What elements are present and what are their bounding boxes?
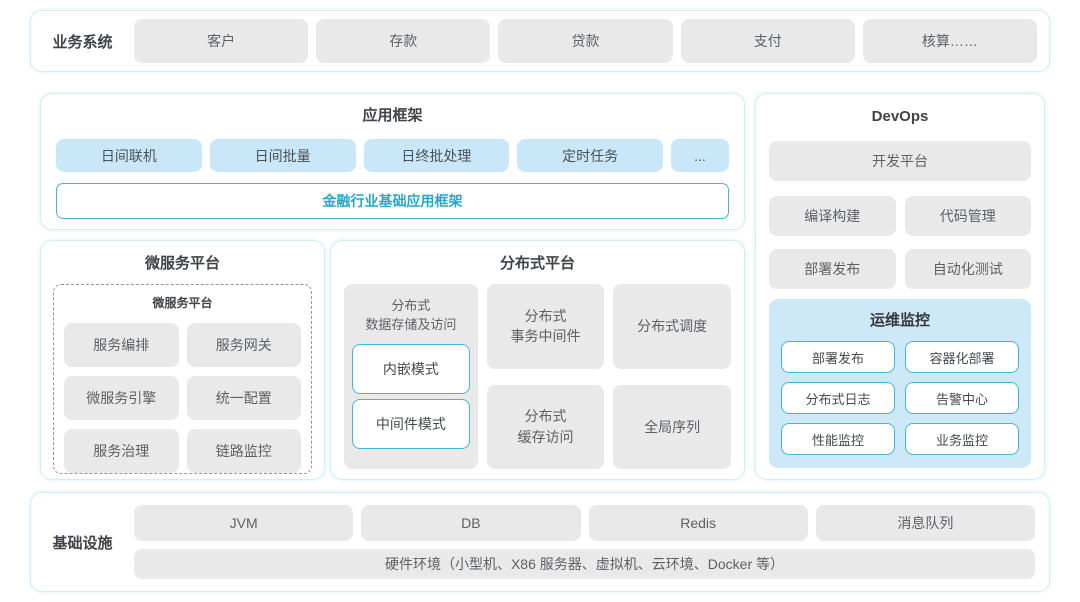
hardware-environment-box: 硬件环境（小型机、X86 服务器、虚拟机、云环境、Docker 等） (134, 549, 1035, 579)
monitoring-item: 告警中心 (905, 382, 1019, 414)
monitoring-item: 业务监控 (905, 423, 1019, 455)
distributed-platform-title: 分布式平台 (499, 255, 575, 272)
ops-monitoring-group: 运维监控 部署发布 容器化部署 分布式日志 告警中心 性能监控 业务监控 (769, 299, 1031, 468)
app-framework-title: 应用框架 (362, 107, 423, 124)
microservice-item: 服务编排 (64, 323, 179, 367)
infrastructure-item: DB (361, 505, 581, 541)
devops-tool-item: 代码管理 (904, 196, 1031, 236)
storage-mode-item: 中间件模式 (352, 398, 470, 449)
microservice-item: 统一配置 (186, 376, 301, 420)
devops-tool-item: 编译构建 (769, 196, 896, 236)
microservice-item: 服务治理 (64, 429, 179, 473)
distributed-item: 分布式 事务中间件 (486, 284, 605, 369)
infrastructure-panel: 基础设施 JVM DB Redis 消息队列 硬件环境（小型机、X86 服务器、… (30, 492, 1050, 592)
devops-title: DevOps (871, 108, 929, 125)
devops-tools-grid: 编译构建 代码管理 部署发布 自动化测试 (769, 196, 1031, 289)
distributed-col-middle: 分布式 事务中间件 分布式 缓存访问 (486, 284, 605, 469)
infrastructure-item: Redis (588, 505, 808, 541)
distributed-item: 全局序列 (613, 384, 732, 469)
microservice-platform-title: 微服务平台 (144, 255, 220, 272)
app-mode-item: 定时任务 (517, 139, 663, 172)
devops-tool-item: 部署发布 (769, 249, 896, 289)
distributed-platform-panel: 分布式平台 分布式 数据存储及访问 内嵌模式 中间件模式 分布式 事务中间件 分… (330, 240, 745, 480)
hardware-row: 硬件环境（小型机、X86 服务器、虚拟机、云环境、Docker 等） (134, 549, 1035, 579)
microservice-item: 微服务引擎 (64, 376, 179, 420)
monitoring-item: 性能监控 (781, 423, 895, 455)
business-system-item: 支付 (680, 19, 855, 63)
ops-monitoring-grid: 部署发布 容器化部署 分布式日志 告警中心 性能监控 业务监控 (781, 341, 1019, 455)
microservice-platform-panel: 微服务平台 微服务平台 服务编排 服务网关 微服务引擎 统一配置 服务治理 链路… (40, 240, 325, 480)
microservice-inner-title: 微服务平台 (152, 296, 213, 310)
devops-panel: DevOps 开发平台 编译构建 代码管理 部署发布 自动化测试 运维监控 部署… (755, 93, 1045, 480)
base-framework-box: 金融行业基础应用框架 (56, 183, 729, 219)
distributed-storage-label: 分布式 数据存储及访问 (365, 298, 457, 332)
monitoring-item: 部署发布 (781, 341, 895, 373)
ops-monitoring-title: 运维监控 (869, 312, 930, 329)
business-systems-panel: 业务系统 客户 存款 贷款 支付 核算…… (30, 10, 1050, 72)
monitoring-item: 容器化部署 (905, 341, 1019, 373)
monitoring-item: 分布式日志 (781, 382, 895, 414)
infrastructure-item: JVM (134, 505, 354, 541)
app-mode-item: 日间联机 (56, 139, 202, 172)
infrastructure-item: 消息队列 (815, 505, 1035, 541)
microservice-inner-group: 微服务平台 服务编排 服务网关 微服务引擎 统一配置 服务治理 链路监控 (53, 284, 312, 474)
dev-platform-box: 开发平台 (769, 141, 1031, 181)
app-framework-panel: 应用框架 日间联机 日间批量 日终批处理 定时任务 ... 金融行业基础应用框架 (40, 93, 745, 230)
business-system-item: 客户 (134, 19, 309, 63)
app-mode-more: ... (671, 139, 729, 172)
business-systems-boxes: 客户 存款 贷款 支付 核算…… (134, 19, 1038, 63)
app-framework-modes: 日间联机 日间批量 日终批处理 定时任务 ... (56, 139, 729, 172)
distributed-storage-group: 分布式 数据存储及访问 内嵌模式 中间件模式 (344, 284, 478, 469)
devops-tool-item: 自动化测试 (904, 249, 1031, 289)
distributed-item: 分布式调度 (613, 284, 732, 369)
infrastructure-content: JVM DB Redis 消息队列 硬件环境（小型机、X86 服务器、虚拟机、云… (134, 505, 1035, 579)
infrastructure-label: 基础设施 (52, 534, 113, 552)
infrastructure-row: JVM DB Redis 消息队列 (134, 505, 1035, 541)
business-systems-label: 业务系统 (52, 33, 113, 51)
microservice-item: 链路监控 (186, 429, 301, 473)
business-system-item: 贷款 (498, 19, 673, 63)
microservice-grid: 服务编排 服务网关 微服务引擎 统一配置 服务治理 链路监控 (64, 323, 301, 473)
distributed-item: 分布式 缓存访问 (486, 384, 605, 469)
storage-mode-item: 内嵌模式 (352, 343, 470, 394)
distributed-content: 分布式 数据存储及访问 内嵌模式 中间件模式 分布式 事务中间件 分布式 缓存访… (344, 284, 732, 469)
microservice-item: 服务网关 (186, 323, 301, 367)
business-system-item: 核算…… (862, 19, 1038, 63)
app-mode-item: 日终批处理 (363, 139, 510, 172)
app-mode-item: 日间批量 (209, 139, 356, 172)
distributed-col-right: 分布式调度 全局序列 (613, 284, 732, 469)
business-system-item: 存款 (316, 19, 491, 63)
